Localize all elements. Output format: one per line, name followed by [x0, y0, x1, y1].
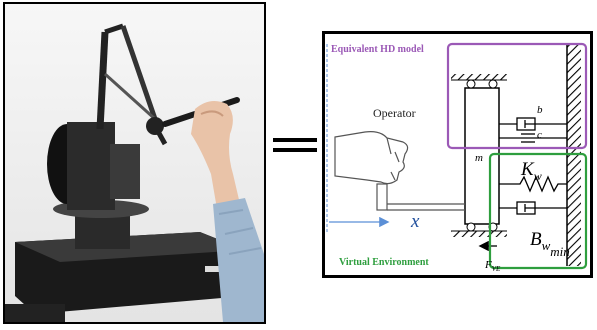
damper-b-label: b	[537, 104, 543, 116]
ve-label: Virtual Environment	[339, 257, 429, 268]
mass-label: m	[475, 152, 483, 164]
hand	[334, 131, 465, 211]
hd-model-box	[446, 42, 588, 150]
damper-c-label: c	[537, 129, 542, 141]
damping-label: Bwmin	[530, 229, 570, 259]
equals-sign	[273, 138, 317, 152]
ve-box	[488, 152, 588, 270]
position-label: x	[411, 211, 420, 232]
equivalent-model-diagram: Equivalent HD model Virtual Environment …	[322, 31, 593, 278]
stiffness-label: Kw	[521, 159, 542, 183]
mass-block	[464, 87, 500, 225]
operator-label: Operator	[373, 106, 416, 120]
hd-model-label: Equivalent HD model	[331, 44, 424, 55]
haptic-device-photo	[3, 2, 266, 324]
force-label: FVE	[485, 259, 501, 274]
damper	[499, 117, 567, 131]
spring	[499, 175, 567, 193]
